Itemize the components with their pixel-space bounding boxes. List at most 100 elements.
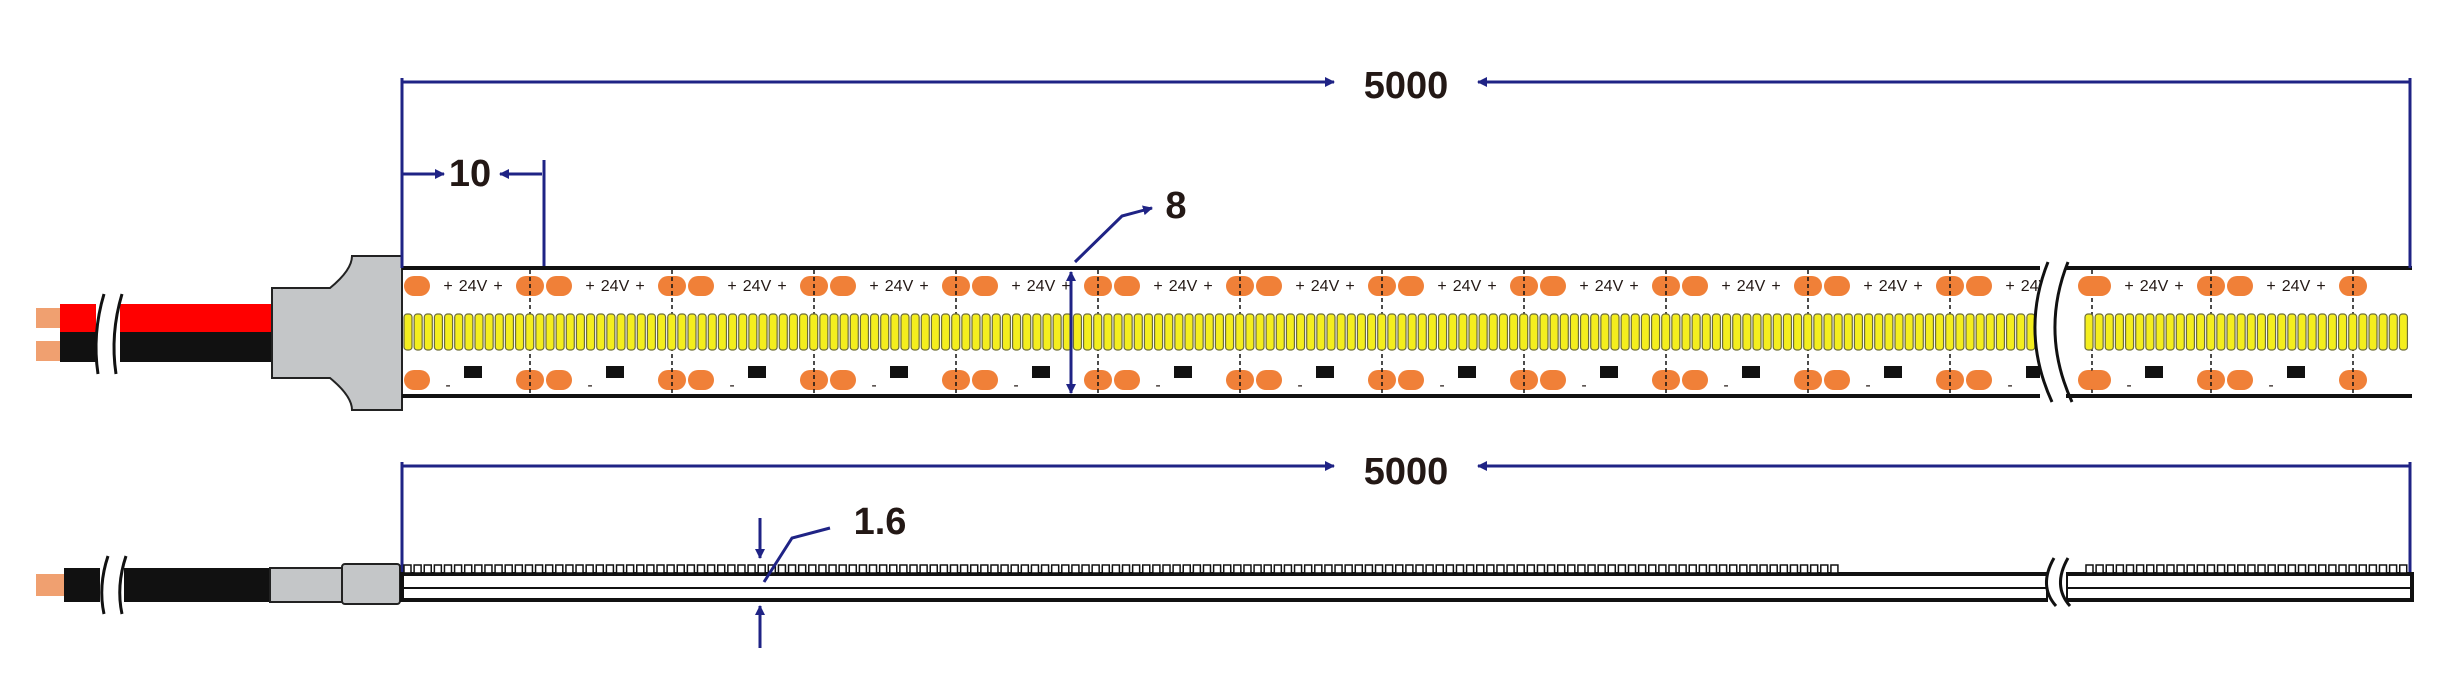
- led-chip: [433, 313, 444, 351]
- profile-led-chip: [2328, 564, 2337, 574]
- solder-pad: [2085, 276, 2111, 296]
- solder-pad: [1540, 370, 1566, 390]
- profile-led-chip: [1799, 564, 1809, 574]
- voltage-label: 24V: [601, 278, 630, 295]
- profile-led-chip: [2358, 564, 2367, 574]
- minus-sign: -: [2268, 377, 2273, 394]
- led-chip: [2195, 313, 2206, 351]
- resistor-chip: [2287, 366, 2305, 378]
- profile-led-chip: [1010, 564, 1019, 574]
- plus-sign: +: [2174, 278, 2183, 295]
- led-chip: [1813, 313, 1823, 351]
- voltage-label: 24V: [1169, 278, 1198, 295]
- profile-led-chip: [565, 564, 574, 574]
- led-chip: [585, 313, 596, 351]
- led-chip: [1600, 313, 1610, 351]
- solder-pad: [688, 276, 714, 296]
- solder-pad: [546, 370, 572, 390]
- solder-pad: [1114, 276, 1140, 296]
- resistor-chip: [1458, 366, 1476, 378]
- profile-led-chip: [1040, 564, 1050, 574]
- led-chip: [1377, 313, 1387, 351]
- led-chip: [1904, 313, 1914, 351]
- profile-led-chip: [2125, 564, 2135, 574]
- profile-led-chip: [969, 564, 979, 574]
- led-chip: [1508, 313, 1519, 351]
- led-chip: [1397, 313, 1407, 351]
- led-chip: [687, 313, 697, 351]
- led-chip: [2145, 313, 2155, 351]
- profile-led-chip: [555, 564, 564, 574]
- led-chip: [859, 313, 870, 351]
- profile-led-chip: [1567, 564, 1576, 574]
- led-chip: [920, 313, 930, 351]
- led-chip: [1671, 313, 1681, 351]
- profile-led-chip: [433, 564, 443, 574]
- minus-sign: -: [1581, 377, 1586, 394]
- led-chip: [1853, 313, 1864, 351]
- solder-pad: [404, 370, 430, 390]
- minus-sign: -: [1865, 377, 1870, 394]
- profile-led-chip: [1749, 564, 1758, 574]
- profile-led-chip: [413, 564, 422, 574]
- profile-led-chip: [1303, 564, 1313, 574]
- led-chip: [1559, 313, 1569, 351]
- led-chip: [2135, 313, 2145, 351]
- led-chip: [1072, 313, 1083, 351]
- profile-led-chip: [1820, 564, 1829, 574]
- led-chip: [1488, 313, 1498, 351]
- led-chip: [2216, 313, 2226, 351]
- black-wire-side: [64, 568, 274, 602]
- led-chip: [1833, 313, 1843, 351]
- profile-led-chip: [1384, 564, 1394, 574]
- led-chip: [2104, 313, 2114, 351]
- profile-break-mark: [2059, 557, 2072, 608]
- led-chip: [1843, 313, 1853, 351]
- profile-led-chip: [1293, 564, 1303, 574]
- profile-led-chip: [1172, 564, 1181, 574]
- led-chip: [1245, 313, 1255, 351]
- profile-led-chip: [544, 564, 554, 574]
- profile-led-chip: [1830, 564, 1839, 574]
- profile-led-chip: [2085, 564, 2094, 574]
- voltage-label: 24V: [1311, 278, 1340, 295]
- led-chip: [504, 313, 515, 351]
- led-chip: [575, 313, 586, 351]
- plus-sign: +: [2266, 278, 2275, 295]
- profile-led-chip: [1617, 564, 1627, 574]
- profile-led-chip: [2297, 564, 2307, 574]
- voltage-label: 24V: [1453, 278, 1482, 295]
- solder-pad: [1936, 370, 1964, 390]
- led-chip: [849, 313, 859, 351]
- profile-led-chip: [1425, 564, 1434, 574]
- led-chip: [555, 313, 565, 351]
- solder-pad: [972, 370, 998, 390]
- strip-break-mark: [2033, 261, 2054, 403]
- resistor-chip: [1174, 366, 1192, 378]
- resistor-chip: [1884, 366, 1902, 378]
- profile-led-chip: [2348, 564, 2357, 574]
- led-chip: [403, 313, 413, 351]
- led-chip: [2378, 313, 2388, 351]
- led-chip: [1184, 313, 1194, 351]
- profile-led-chip: [1536, 564, 1546, 574]
- led-chip: [1468, 313, 1478, 351]
- led-chip: [1803, 313, 1813, 351]
- profile-led-chip: [1415, 564, 1424, 574]
- led-chip: [535, 313, 545, 351]
- solder-pad: [2227, 276, 2253, 296]
- profile-led-chip: [1253, 564, 1262, 574]
- profile-led-chip: [1263, 564, 1272, 574]
- led-chip: [2368, 313, 2378, 351]
- led-chip: [2266, 313, 2277, 351]
- length-dimension-bottom: 5000: [400, 451, 2412, 572]
- led-chip: [2388, 313, 2398, 351]
- side-view: 5000 1.6: [36, 451, 2414, 648]
- profile-led-chip: [494, 564, 503, 574]
- profile-led-chip: [474, 564, 483, 574]
- plus-sign: +: [1295, 278, 1304, 295]
- thickness-label: 1.6: [854, 501, 907, 543]
- profile-led-chip: [1465, 564, 1475, 574]
- profile-led-chip: [1273, 564, 1283, 574]
- profile-led-chip: [1324, 564, 1333, 574]
